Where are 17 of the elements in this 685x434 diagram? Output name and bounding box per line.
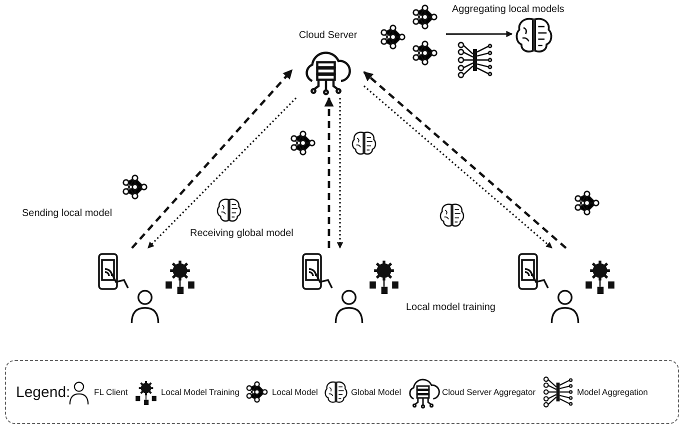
annotation-label: Receiving global model [190, 228, 294, 240]
arrow [336, 98, 344, 249]
arrow [324, 97, 334, 248]
arrow [147, 97, 297, 249]
legend-label: Local Model Training [161, 386, 240, 398]
arrow [446, 30, 513, 38]
node-title: Cloud Server [298, 30, 358, 42]
annotation-label: Sending local model [22, 208, 112, 220]
arrow [131, 69, 293, 249]
annotation-label: Local model training [406, 302, 496, 314]
edge-label: Aggregating local models [450, 4, 566, 16]
legend-label: Cloud Server Aggregator [442, 386, 536, 398]
legend-title: Legend: [16, 384, 70, 402]
legend-label: Local Model [272, 386, 318, 398]
legend-label: Model Aggregation [577, 386, 648, 398]
legend-label: Global Model [351, 386, 402, 398]
legend-label: FL Client [94, 386, 128, 398]
